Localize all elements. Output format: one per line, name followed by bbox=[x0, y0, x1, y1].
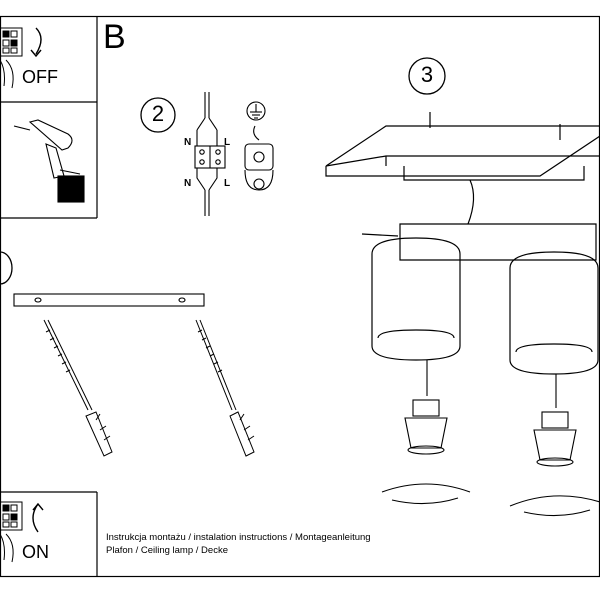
mounting-plate bbox=[13, 293, 205, 307]
ground-symbol-icon bbox=[246, 101, 266, 121]
bulb-icon bbox=[404, 360, 448, 455]
drill-icon bbox=[13, 119, 85, 203]
terminal-block bbox=[194, 92, 226, 216]
step-circle-3 bbox=[408, 57, 446, 95]
wire-label-bottom-right: L bbox=[224, 178, 231, 189]
screw-and-anchor-right bbox=[195, 319, 255, 457]
step-circle-2 bbox=[140, 97, 176, 133]
step-circle-1-partial bbox=[0, 251, 13, 285]
wire-label-top-right: L bbox=[224, 137, 231, 148]
lamp-housing bbox=[361, 179, 599, 375]
fuse-box-icon-bottom bbox=[0, 501, 23, 563]
screw-and-anchor-left bbox=[43, 319, 113, 457]
step-number-3: 3 bbox=[420, 62, 434, 87]
section-letter: B bbox=[103, 18, 126, 56]
wire-label-top-left: N bbox=[184, 137, 192, 148]
ceiling-mount-base bbox=[325, 112, 600, 181]
wall-plug-icon bbox=[244, 125, 274, 191]
rotate-arrow-icon-bottom bbox=[32, 502, 44, 533]
footer-title: Instrukcja montażu / instalation instruc… bbox=[106, 532, 371, 543]
switch-on-label: ON bbox=[22, 542, 49, 562]
wire-label-bottom-left: N bbox=[184, 178, 192, 189]
switch-off-label: OFF bbox=[22, 67, 58, 87]
rotate-arrow-icon-bulb bbox=[381, 483, 600, 517]
fuse-box-icon bbox=[0, 27, 23, 89]
bulb-icon-2 bbox=[533, 374, 577, 467]
rotate-arrow-icon bbox=[30, 27, 42, 58]
footer-subtitle: Plafon / Ceiling lamp / Decke bbox=[106, 545, 228, 556]
step-number-2: 2 bbox=[151, 101, 165, 126]
